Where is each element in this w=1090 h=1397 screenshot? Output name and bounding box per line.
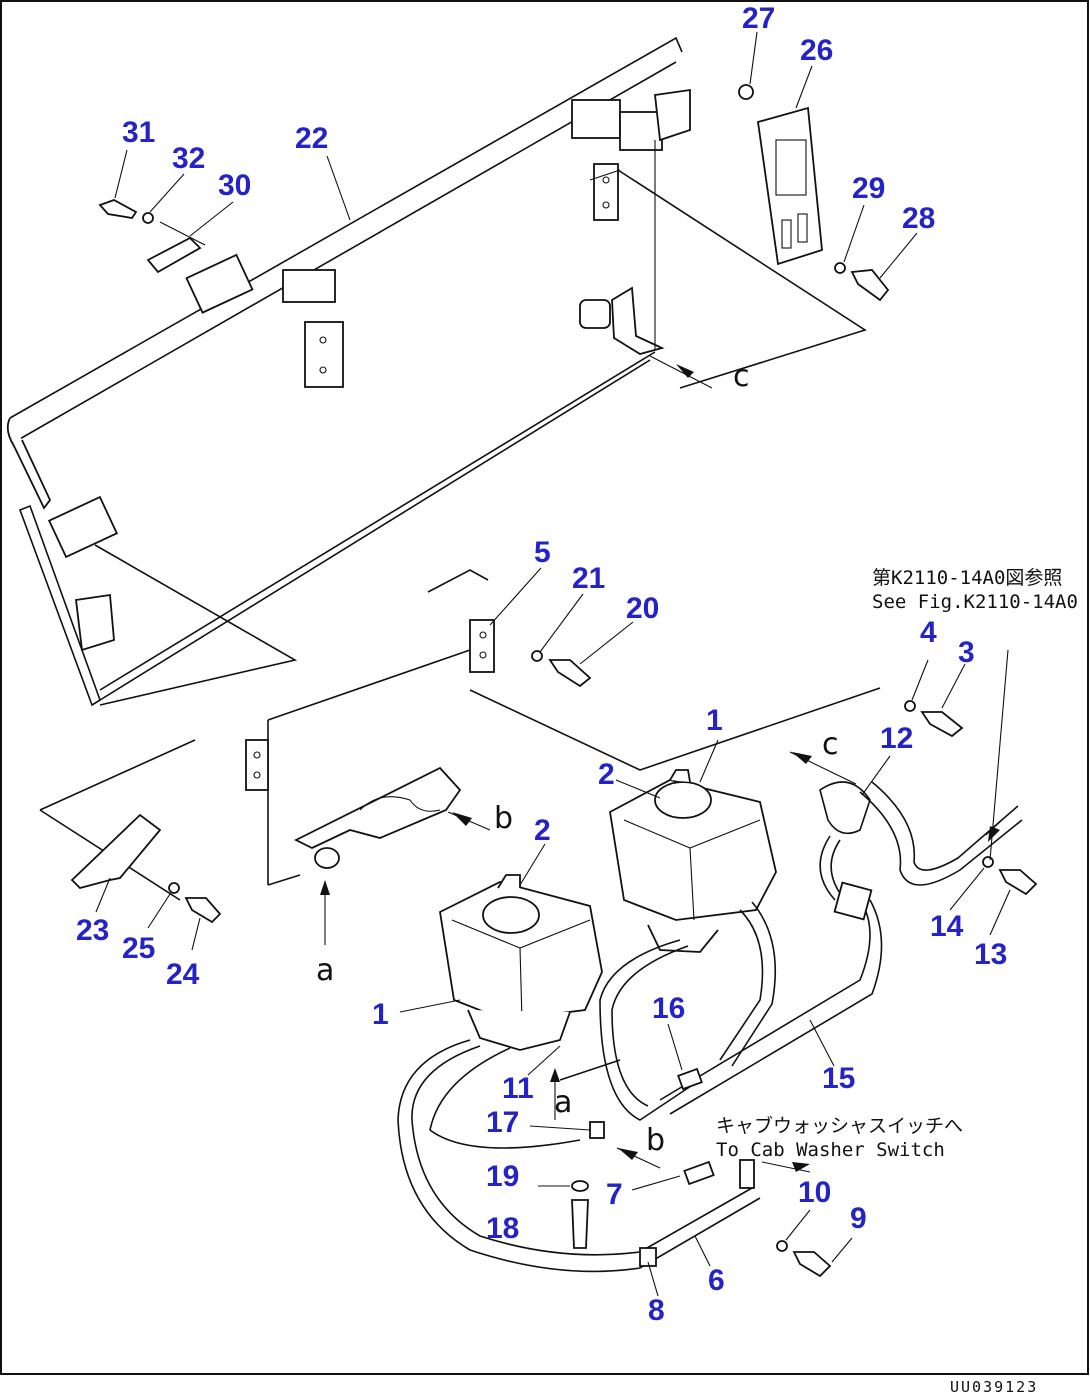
callout-28: 28 [902, 202, 935, 235]
washer-32 [142, 212, 154, 224]
view-letter-a-left: a [316, 953, 334, 988]
bolt-31 [98, 199, 138, 219]
washer-switch-note-jp: キャブウォッシャスイッチへ [716, 1114, 963, 1137]
lower-panel [39, 569, 881, 901]
callout-13: 13 [974, 938, 1007, 971]
callout-30: 30 [218, 169, 251, 202]
callout-23: 23 [76, 914, 109, 947]
bracket-23 [70, 813, 162, 890]
callout-16: 16 [652, 992, 685, 1025]
view-letter-b-upper: b [494, 801, 513, 836]
washer-tank-left [439, 874, 603, 1051]
callout-10: 10 [798, 1176, 831, 1209]
reference-note-en: See Fig.K2110-14A0 [872, 591, 1078, 613]
view-letter-b-lower: b [646, 1123, 665, 1158]
view-letter-a-center: a [554, 1085, 572, 1120]
callout-7: 7 [606, 1178, 623, 1211]
bracket-26 [756, 106, 823, 266]
washer-tank-right [609, 769, 777, 921]
callout-8: 8 [648, 1294, 665, 1327]
drawing-code: UU039123 [950, 1378, 1038, 1396]
callout-31: 31 [122, 116, 155, 149]
callout-24: 24 [166, 958, 200, 991]
bolt-24 [184, 897, 222, 924]
washer-10 [776, 1240, 788, 1252]
bolt-13 [998, 869, 1038, 896]
washer-25 [168, 882, 180, 894]
washer-4 [904, 700, 916, 712]
bolt-18 [571, 1199, 589, 1249]
clip-19 [571, 1180, 589, 1192]
top-cover-panel [6, 36, 867, 707]
callout-1-lower: 1 [372, 998, 389, 1031]
callout-25: 25 [122, 932, 155, 965]
hoses-and-harness [397, 781, 1023, 1273]
washer-29 [834, 262, 846, 274]
callout-15: 15 [822, 1062, 855, 1095]
bolt-20 [548, 659, 592, 688]
callout-5: 5 [534, 536, 551, 569]
callout-17: 17 [486, 1106, 519, 1139]
callout-18: 18 [486, 1212, 519, 1245]
callout-32: 32 [172, 142, 205, 175]
bolt-9 [792, 1251, 832, 1278]
callout-2-right: 2 [598, 758, 615, 791]
bolt-3 [920, 711, 964, 738]
callout-11: 11 [502, 1072, 534, 1105]
bolt-28 [850, 269, 890, 302]
callout-6: 6 [708, 1264, 725, 1297]
reference-note-jp: 第K2110-14A0図参照 [872, 567, 1062, 589]
leader-lines [95, 31, 1011, 1297]
callout-19: 19 [486, 1160, 519, 1193]
nut-27 [738, 84, 754, 100]
callout-27: 27 [742, 2, 775, 35]
callout-2-left: 2 [534, 814, 551, 847]
callout-14: 14 [930, 910, 964, 943]
plate-30 [146, 236, 202, 274]
washer-21 [531, 650, 543, 662]
callout-3: 3 [958, 636, 975, 669]
washer-switch-note-en: To Cab Washer Switch [716, 1139, 945, 1161]
view-letter-c-right: c [822, 727, 839, 762]
callout-numbers: 27 26 31 22 32 30 29 28 5 21 20 4 3 1 12… [76, 2, 1007, 1327]
callout-21: 21 [572, 562, 605, 595]
view-arrows [320, 355, 1003, 1173]
callout-20: 20 [626, 592, 659, 625]
callout-4: 4 [920, 616, 937, 649]
callout-12: 12 [880, 722, 913, 755]
callout-22: 22 [295, 122, 328, 155]
callout-1-upper: 1 [706, 704, 723, 737]
washer-14 [982, 856, 994, 868]
callout-26: 26 [800, 34, 833, 67]
callout-9: 9 [850, 1202, 867, 1235]
view-letter-c-top: c [733, 359, 750, 394]
callout-29: 29 [852, 172, 885, 205]
